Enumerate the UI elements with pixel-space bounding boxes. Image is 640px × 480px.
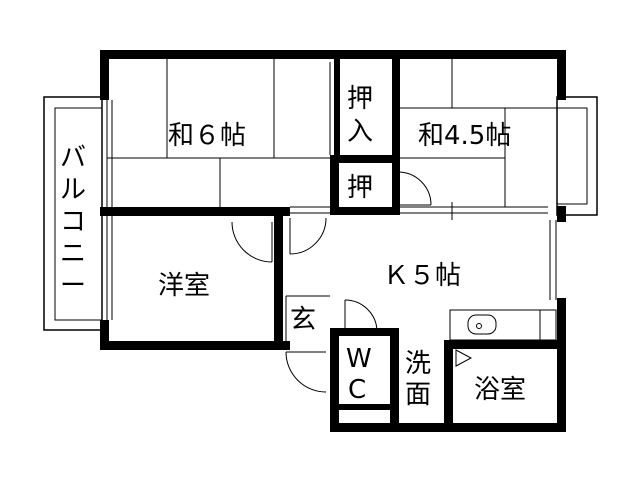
genkan-lines (285, 295, 330, 346)
door-swings (231, 171, 473, 393)
room-label-oshiire-1: 押 (347, 84, 373, 114)
room-label-wc-1: W (346, 344, 372, 374)
room-label-genkan: 玄 (290, 305, 316, 335)
room-label-washitsu6: 和６帖 (168, 121, 246, 151)
room-label-oshiire-small: 押 (347, 173, 373, 203)
room-label-kitchen: Ｋ５帖 (383, 261, 461, 291)
room-label-youshitsu: 洋室 (158, 271, 210, 301)
room-label-balcony-2: ル (60, 175, 86, 205)
walls (100, 50, 566, 432)
room-label-senmen-1: 洗 (405, 349, 431, 379)
room-label-balcony-4: ニ (60, 239, 86, 269)
room-label-oshiire-2: 入 (347, 117, 373, 147)
room-label-balcony-1: バ (60, 143, 86, 173)
room-label-balcony-5: ー (60, 271, 86, 301)
room-label-senmen-2: 面 (405, 380, 431, 410)
room-label-yokushitsu: 浴室 (474, 375, 526, 405)
room-label-wc-2: C (348, 375, 366, 405)
room-label-balcony-3: コ (60, 207, 86, 237)
tatami-lines-45 (398, 58, 557, 207)
window-box-right (556, 96, 598, 216)
room-labels: 和６帖 押 入 和4.5帖 押 バ ル コ ニ ー 洋室 Ｋ５帖 玄 W C 洗… (60, 84, 526, 410)
room-label-washitsu45: 和4.5帖 (418, 121, 511, 151)
